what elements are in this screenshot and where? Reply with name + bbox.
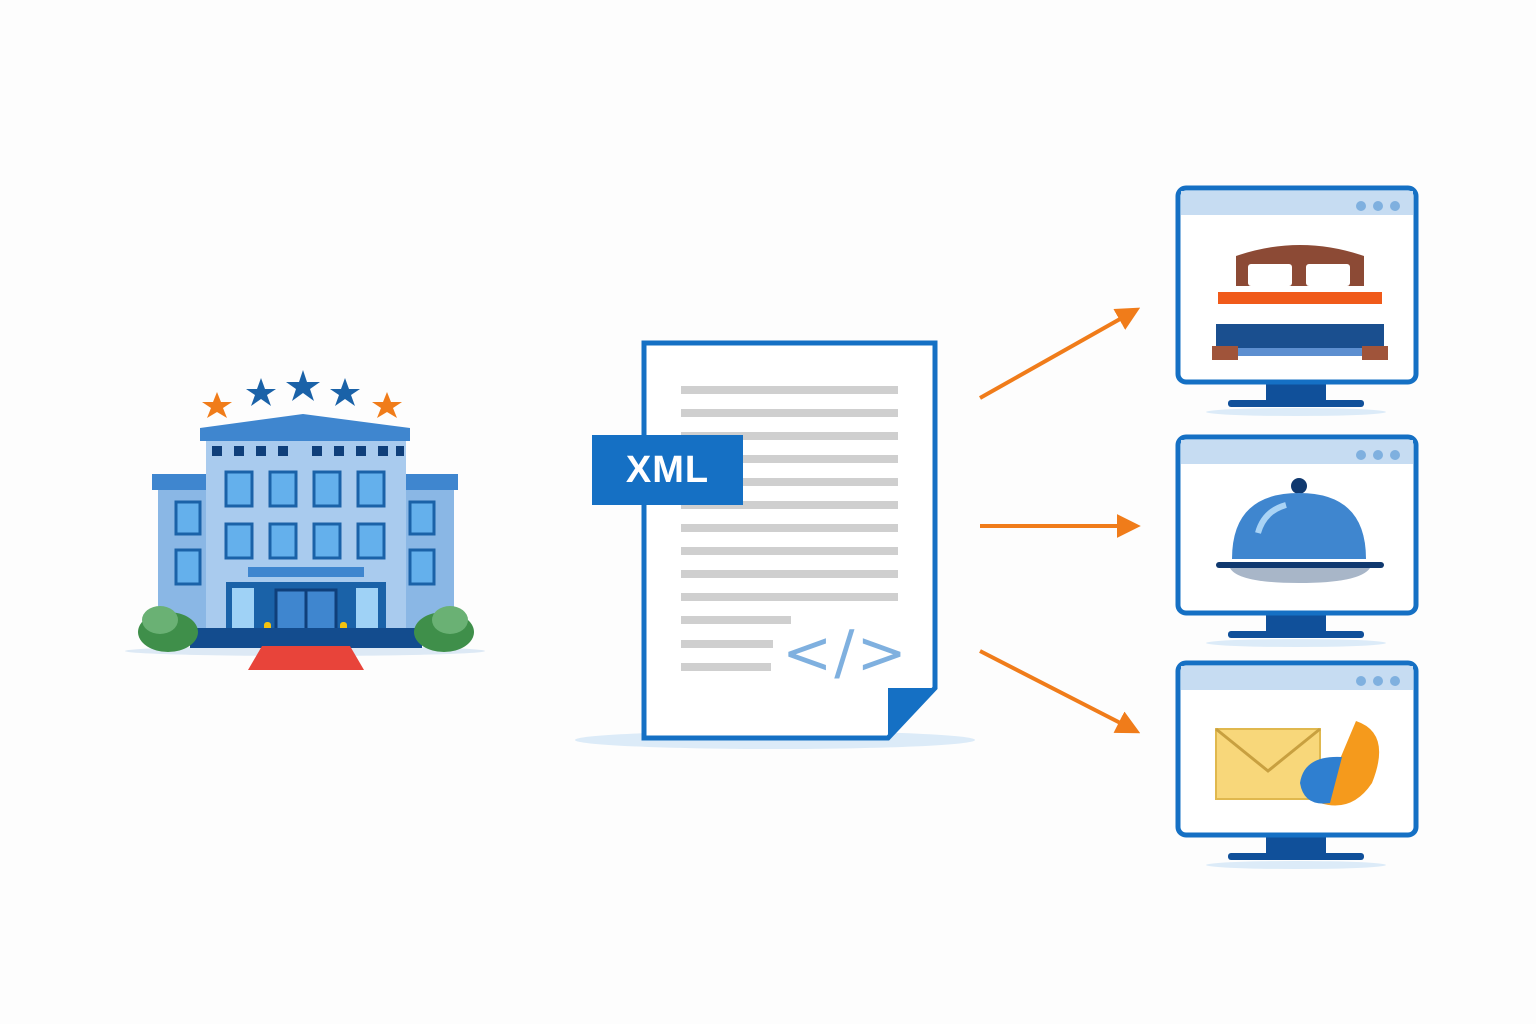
arrow-to-contact (979, 649, 1141, 734)
monitor-room-service (1175, 434, 1419, 647)
monitor-rooms (1175, 185, 1419, 416)
monitor-contact (1175, 660, 1419, 869)
text-lines (681, 386, 898, 671)
bed-icon (1212, 245, 1388, 360)
bush-icons (138, 606, 474, 652)
arrow-to-rooms (979, 307, 1141, 400)
code-icon: </> (782, 618, 909, 688)
xml-document-icon (575, 340, 975, 749)
arrows (979, 307, 1141, 734)
xml-badge: XML (592, 435, 743, 505)
hotel-icon (125, 370, 485, 670)
cloche-icon (1216, 478, 1384, 583)
envelope-phone-icon (1215, 721, 1380, 806)
star-icons (202, 370, 402, 418)
